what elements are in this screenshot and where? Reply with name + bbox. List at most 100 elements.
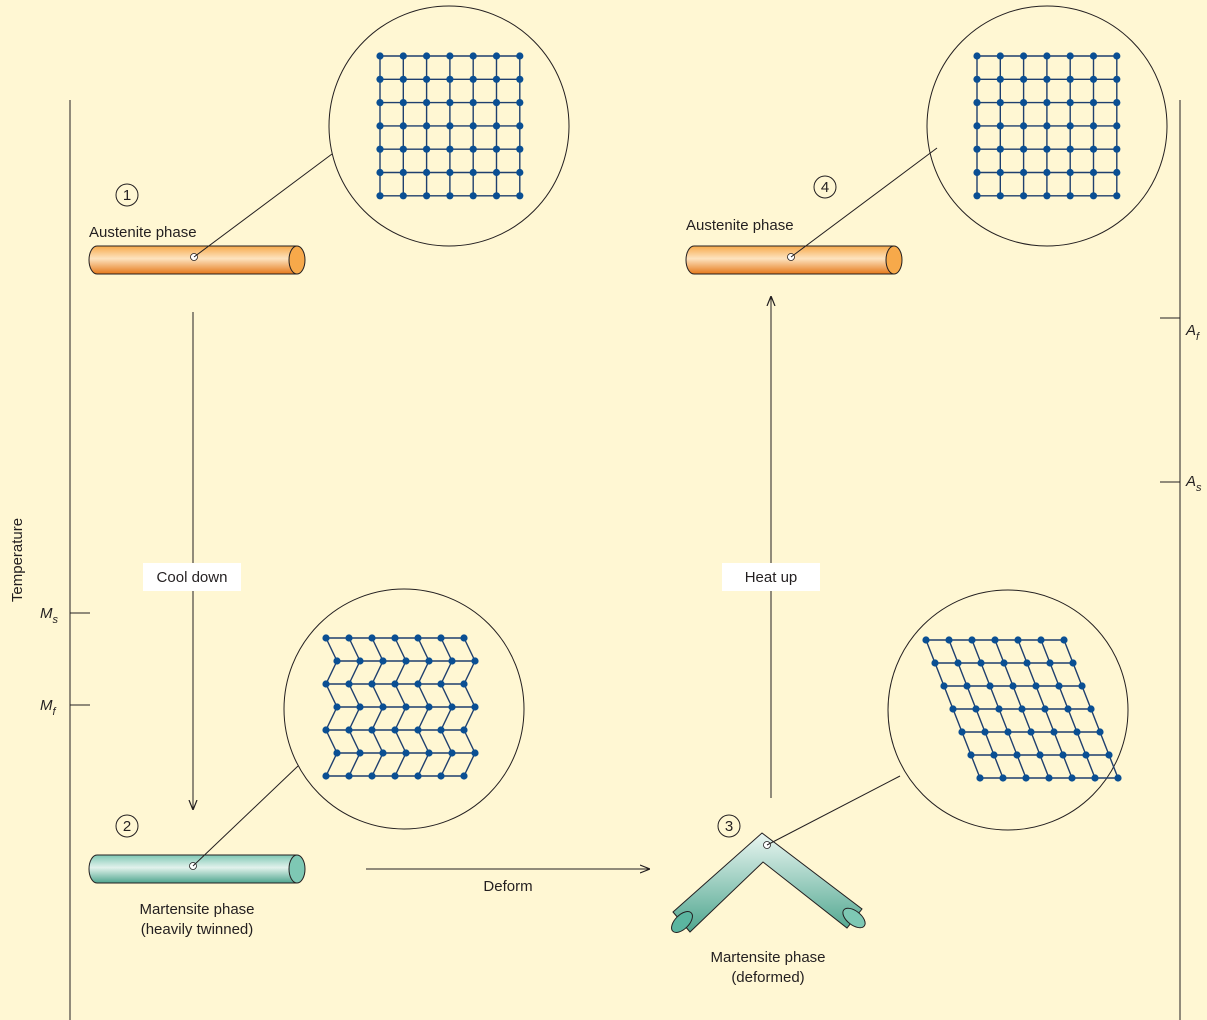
lattice-atom bbox=[391, 772, 399, 780]
lattice-atom bbox=[492, 168, 501, 177]
lattice-atom bbox=[379, 657, 387, 665]
as-label: As bbox=[1185, 473, 1202, 494]
lattice-atom bbox=[991, 636, 999, 644]
lattice-atom bbox=[1043, 145, 1051, 153]
lattice-atom bbox=[446, 168, 454, 177]
lattice-atom bbox=[1113, 52, 1121, 60]
lattice-atom bbox=[973, 145, 981, 153]
zoom-circle-1 bbox=[328, 5, 570, 247]
lattice-atom bbox=[322, 726, 330, 734]
lattice-atom bbox=[996, 192, 1004, 200]
lattice-atom bbox=[1020, 52, 1028, 60]
lattice-atom bbox=[471, 703, 479, 711]
lattice-atom bbox=[356, 657, 364, 665]
lattice-atom bbox=[1113, 145, 1121, 153]
lattice-atom bbox=[516, 75, 524, 83]
lattice-atom bbox=[940, 682, 948, 690]
lattice-atom bbox=[446, 75, 454, 83]
lattice-atom bbox=[469, 145, 477, 153]
lattice-atom bbox=[1004, 728, 1012, 736]
lattice-atom bbox=[990, 751, 998, 759]
zoom-leader-1 bbox=[193, 153, 333, 258]
lattice-atom bbox=[1073, 728, 1081, 736]
lattice-atom bbox=[1066, 122, 1074, 130]
lattice-atom bbox=[954, 659, 962, 667]
lattice-atom bbox=[516, 192, 524, 200]
zoom-circle-2 bbox=[283, 588, 525, 830]
lattice-atom bbox=[399, 168, 407, 177]
lattice-atom bbox=[399, 52, 407, 60]
lattice-atom bbox=[1066, 52, 1074, 60]
lattice-atom bbox=[356, 749, 364, 757]
lattice-atom bbox=[469, 192, 477, 200]
lattice-atom bbox=[1050, 728, 1058, 736]
lattice-atom bbox=[460, 680, 468, 688]
lattice-atom bbox=[1020, 122, 1028, 130]
martensite-rod-3-bent bbox=[671, 832, 866, 933]
lattice-atom bbox=[376, 122, 384, 130]
lattice-atom bbox=[963, 682, 971, 690]
svg-text:Temperature: Temperature bbox=[9, 518, 26, 602]
lattice-atom bbox=[1043, 75, 1051, 83]
stage-2-number: 2 bbox=[115, 814, 139, 838]
lattice-atom bbox=[345, 772, 353, 780]
lattice-atom bbox=[1064, 705, 1072, 713]
lattice-atom bbox=[469, 99, 477, 107]
lattice-atom bbox=[995, 705, 1003, 713]
lattice-atom bbox=[368, 680, 376, 688]
lattice-atom bbox=[1089, 168, 1098, 177]
lattice-atom bbox=[1060, 636, 1068, 644]
stage-1-label: Austenite phase bbox=[89, 224, 197, 241]
stage-4-number: 4 bbox=[813, 175, 837, 199]
ms-label: Ms bbox=[40, 605, 59, 626]
lattice-atom bbox=[931, 659, 939, 667]
lattice-atom bbox=[448, 703, 456, 711]
lattice-atom bbox=[402, 657, 410, 665]
lattice-atom bbox=[1037, 636, 1045, 644]
lattice-atom bbox=[1096, 728, 1104, 736]
lattice-atom bbox=[423, 52, 431, 60]
lattice-atom bbox=[460, 726, 468, 734]
lattice-atom bbox=[1014, 636, 1022, 644]
heat-up-label: Heat up bbox=[745, 569, 798, 586]
lattice-atom bbox=[1089, 192, 1098, 200]
lattice-atom bbox=[1066, 192, 1074, 200]
lattice-atom bbox=[1020, 168, 1028, 177]
lattice-atom bbox=[469, 122, 477, 130]
svg-text:2: 2 bbox=[123, 818, 131, 835]
lattice-atom bbox=[437, 680, 445, 688]
lattice-atom bbox=[376, 192, 384, 200]
lattice-atom bbox=[391, 726, 399, 734]
lattice-atom bbox=[1091, 774, 1099, 782]
lattice-atom bbox=[391, 634, 399, 642]
lattice-atom bbox=[1036, 751, 1044, 759]
lattice-atom bbox=[492, 75, 501, 83]
lattice-atom bbox=[1082, 751, 1090, 759]
lattice-atom bbox=[1113, 75, 1121, 83]
lattice-atom bbox=[1018, 705, 1026, 713]
lattice-atom bbox=[1027, 728, 1035, 736]
lattice-atom bbox=[446, 192, 454, 200]
lattice-atom bbox=[402, 703, 410, 711]
lattice-atom bbox=[996, 99, 1004, 107]
lattice-atom bbox=[999, 774, 1007, 782]
lattice-atom bbox=[1043, 99, 1051, 107]
lattice-atom bbox=[1113, 168, 1121, 177]
lattice-atom bbox=[322, 772, 330, 780]
lattice-atom bbox=[402, 749, 410, 757]
lattice-atom bbox=[376, 52, 384, 60]
lattice-atom bbox=[376, 75, 384, 83]
lattice-atom bbox=[1000, 659, 1008, 667]
lattice-atom bbox=[376, 168, 384, 177]
lattice-atom bbox=[1066, 99, 1074, 107]
lattice-atom bbox=[1105, 751, 1113, 759]
lattice-atom bbox=[425, 657, 433, 665]
lattice-atom bbox=[492, 192, 501, 200]
lattice-atom bbox=[492, 99, 501, 107]
lattice-atom bbox=[516, 122, 524, 130]
lattice-atom bbox=[414, 680, 422, 688]
lattice-atom bbox=[1089, 122, 1098, 130]
temperature-axis-label: Temperature bbox=[9, 518, 26, 602]
lattice-atom bbox=[976, 774, 984, 782]
lattice-atom bbox=[1089, 145, 1098, 153]
